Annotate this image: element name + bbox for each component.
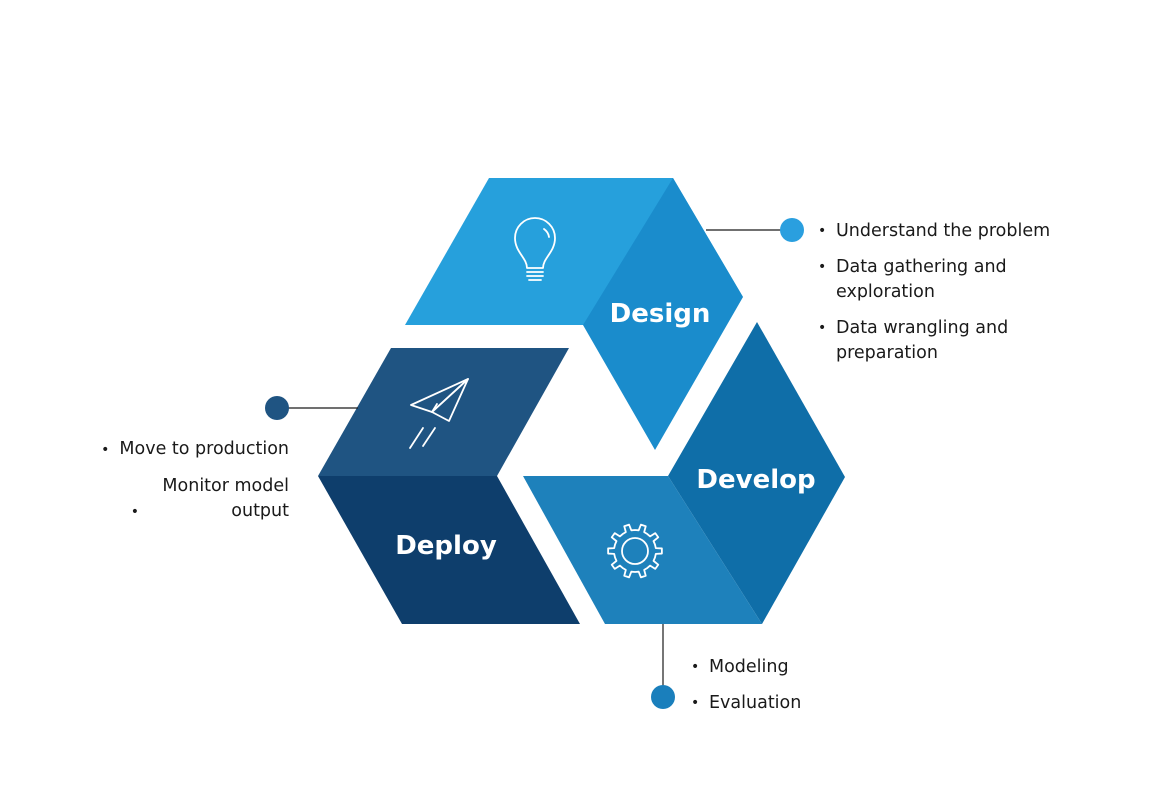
develop-stage: Develop <box>523 322 845 624</box>
deploy-upper-panel <box>318 348 569 476</box>
design-bullet: •Data gathering and exploration <box>818 257 1007 302</box>
develop-bullet: •Evaluation <box>691 693 802 713</box>
paper-plane-icon <box>409 378 469 449</box>
deploy-bullet-list: •Move to production •Monitor model outpu… <box>60 437 289 536</box>
design-lower-panel <box>583 178 743 450</box>
deploy-bullet: •Monitor model output <box>130 476 289 521</box>
design-connector <box>706 218 804 242</box>
design-stage: Design <box>405 178 743 450</box>
develop-marker-dot <box>651 685 675 709</box>
design-bullet-list: •Understand the problem •Data gathering … <box>818 219 1136 377</box>
develop-label: Develop <box>696 465 815 495</box>
deploy-marker-dot <box>265 396 289 420</box>
deploy-bullet: •Move to production <box>101 439 289 459</box>
deploy-label: Deploy <box>395 531 497 561</box>
develop-bullet-list: •Modeling •Evaluation <box>691 655 909 727</box>
gear-icon <box>607 523 663 579</box>
lightbulb-icon <box>514 217 556 281</box>
design-marker-dot <box>780 218 804 242</box>
develop-bullet: •Modeling <box>691 657 789 677</box>
develop-lower-panel <box>523 476 762 624</box>
design-label: Design <box>610 299 711 329</box>
deploy-lower-panel <box>318 476 580 624</box>
design-bullet: •Understand the problem <box>818 221 1051 241</box>
design-bullet: •Data wrangling and preparation <box>818 318 1009 363</box>
deploy-connector <box>265 396 358 420</box>
develop-connector <box>651 624 675 709</box>
deploy-stage: Deploy <box>318 348 580 624</box>
develop-upper-panel <box>668 322 845 624</box>
